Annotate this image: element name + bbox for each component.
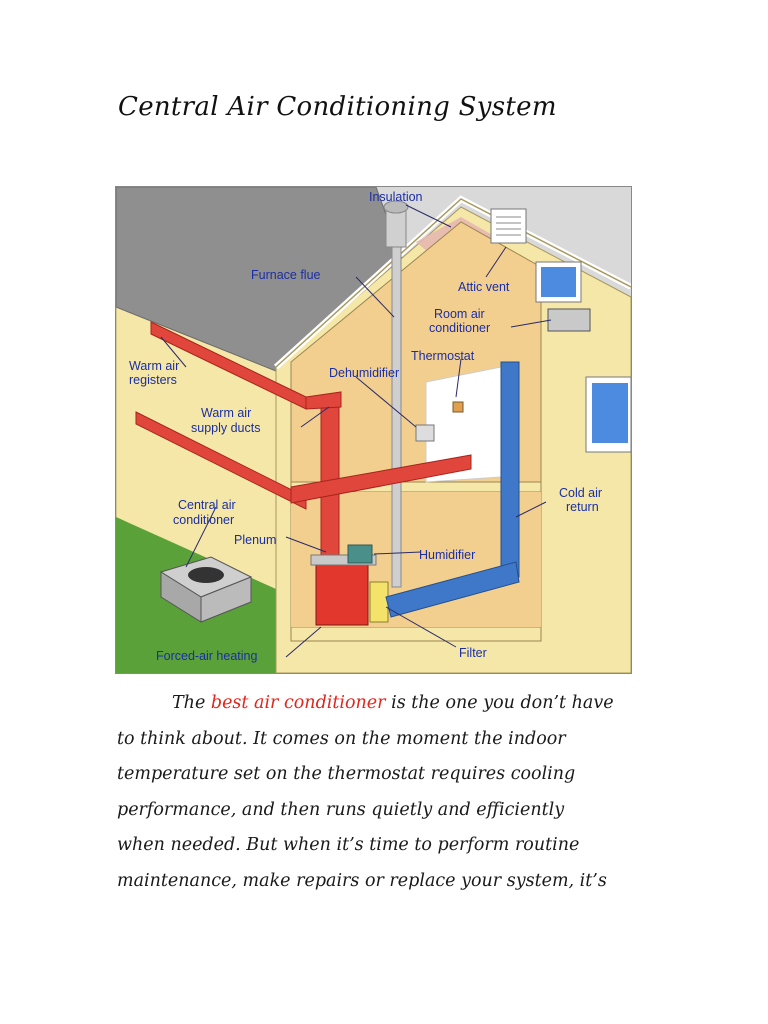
thermostat-device xyxy=(452,401,464,413)
label-central-ac-2: conditioner xyxy=(173,513,234,527)
paragraph-line-3: temperature set on the thermostat requir… xyxy=(117,764,576,784)
furnace xyxy=(315,564,369,626)
humidifier-box xyxy=(347,544,373,564)
label-forced-air: Forced-air heating xyxy=(156,649,257,663)
label-humidifier: Humidifier xyxy=(419,548,475,562)
label-central-ac-1: Central air xyxy=(178,498,236,512)
label-thermostat: Thermostat xyxy=(411,349,475,363)
label-room-ac-1: Room air xyxy=(434,307,485,321)
best-air-conditioner-link[interactable]: best air conditioner xyxy=(210,693,386,713)
central-ac-unit xyxy=(159,556,253,623)
label-dehumidifier: Dehumidifier xyxy=(329,366,399,380)
label-cold-return-2: return xyxy=(566,500,599,514)
paragraph-line-2: to think about. It comes on the moment t… xyxy=(117,728,566,749)
cold-air-return xyxy=(385,361,520,618)
page-title: Central Air Conditioning System xyxy=(118,92,557,122)
label-furnace-flue: Furnace flue xyxy=(251,268,321,282)
paragraph-line-4: performance, and then runs quietly and e… xyxy=(117,799,565,820)
label-warm-ducts-1: Warm air xyxy=(201,406,251,420)
label-insulation: Insulation xyxy=(369,190,423,204)
ac-system-diagram: Insulation Furnace flue Attic vent Room … xyxy=(115,186,632,674)
label-cold-return-1: Cold air xyxy=(559,486,602,500)
intro-paragraph: The best air conditioner is the one you … xyxy=(117,686,657,899)
dehumidifier-device xyxy=(415,424,435,442)
paragraph-line-1: The best air conditioner is the one you … xyxy=(172,693,614,713)
label-attic-vent: Attic vent xyxy=(458,280,510,294)
paragraph-line-6: maintenance, make repairs or replace you… xyxy=(117,870,607,891)
label-warm-ducts-2: supply ducts xyxy=(191,421,260,435)
label-plenum: Plenum xyxy=(234,533,276,547)
furnace-flue xyxy=(391,241,402,588)
paragraph-line-5: when needed. But when it’s time to perfo… xyxy=(117,835,580,855)
attic-vent xyxy=(490,208,527,244)
label-warm-registers-2: registers xyxy=(129,373,177,387)
label-room-ac-2: conditioner xyxy=(429,321,490,335)
label-filter: Filter xyxy=(459,646,487,660)
filter-box xyxy=(369,581,389,623)
label-warm-registers-1: Warm air xyxy=(129,359,179,373)
room-ac-unit xyxy=(547,308,591,332)
